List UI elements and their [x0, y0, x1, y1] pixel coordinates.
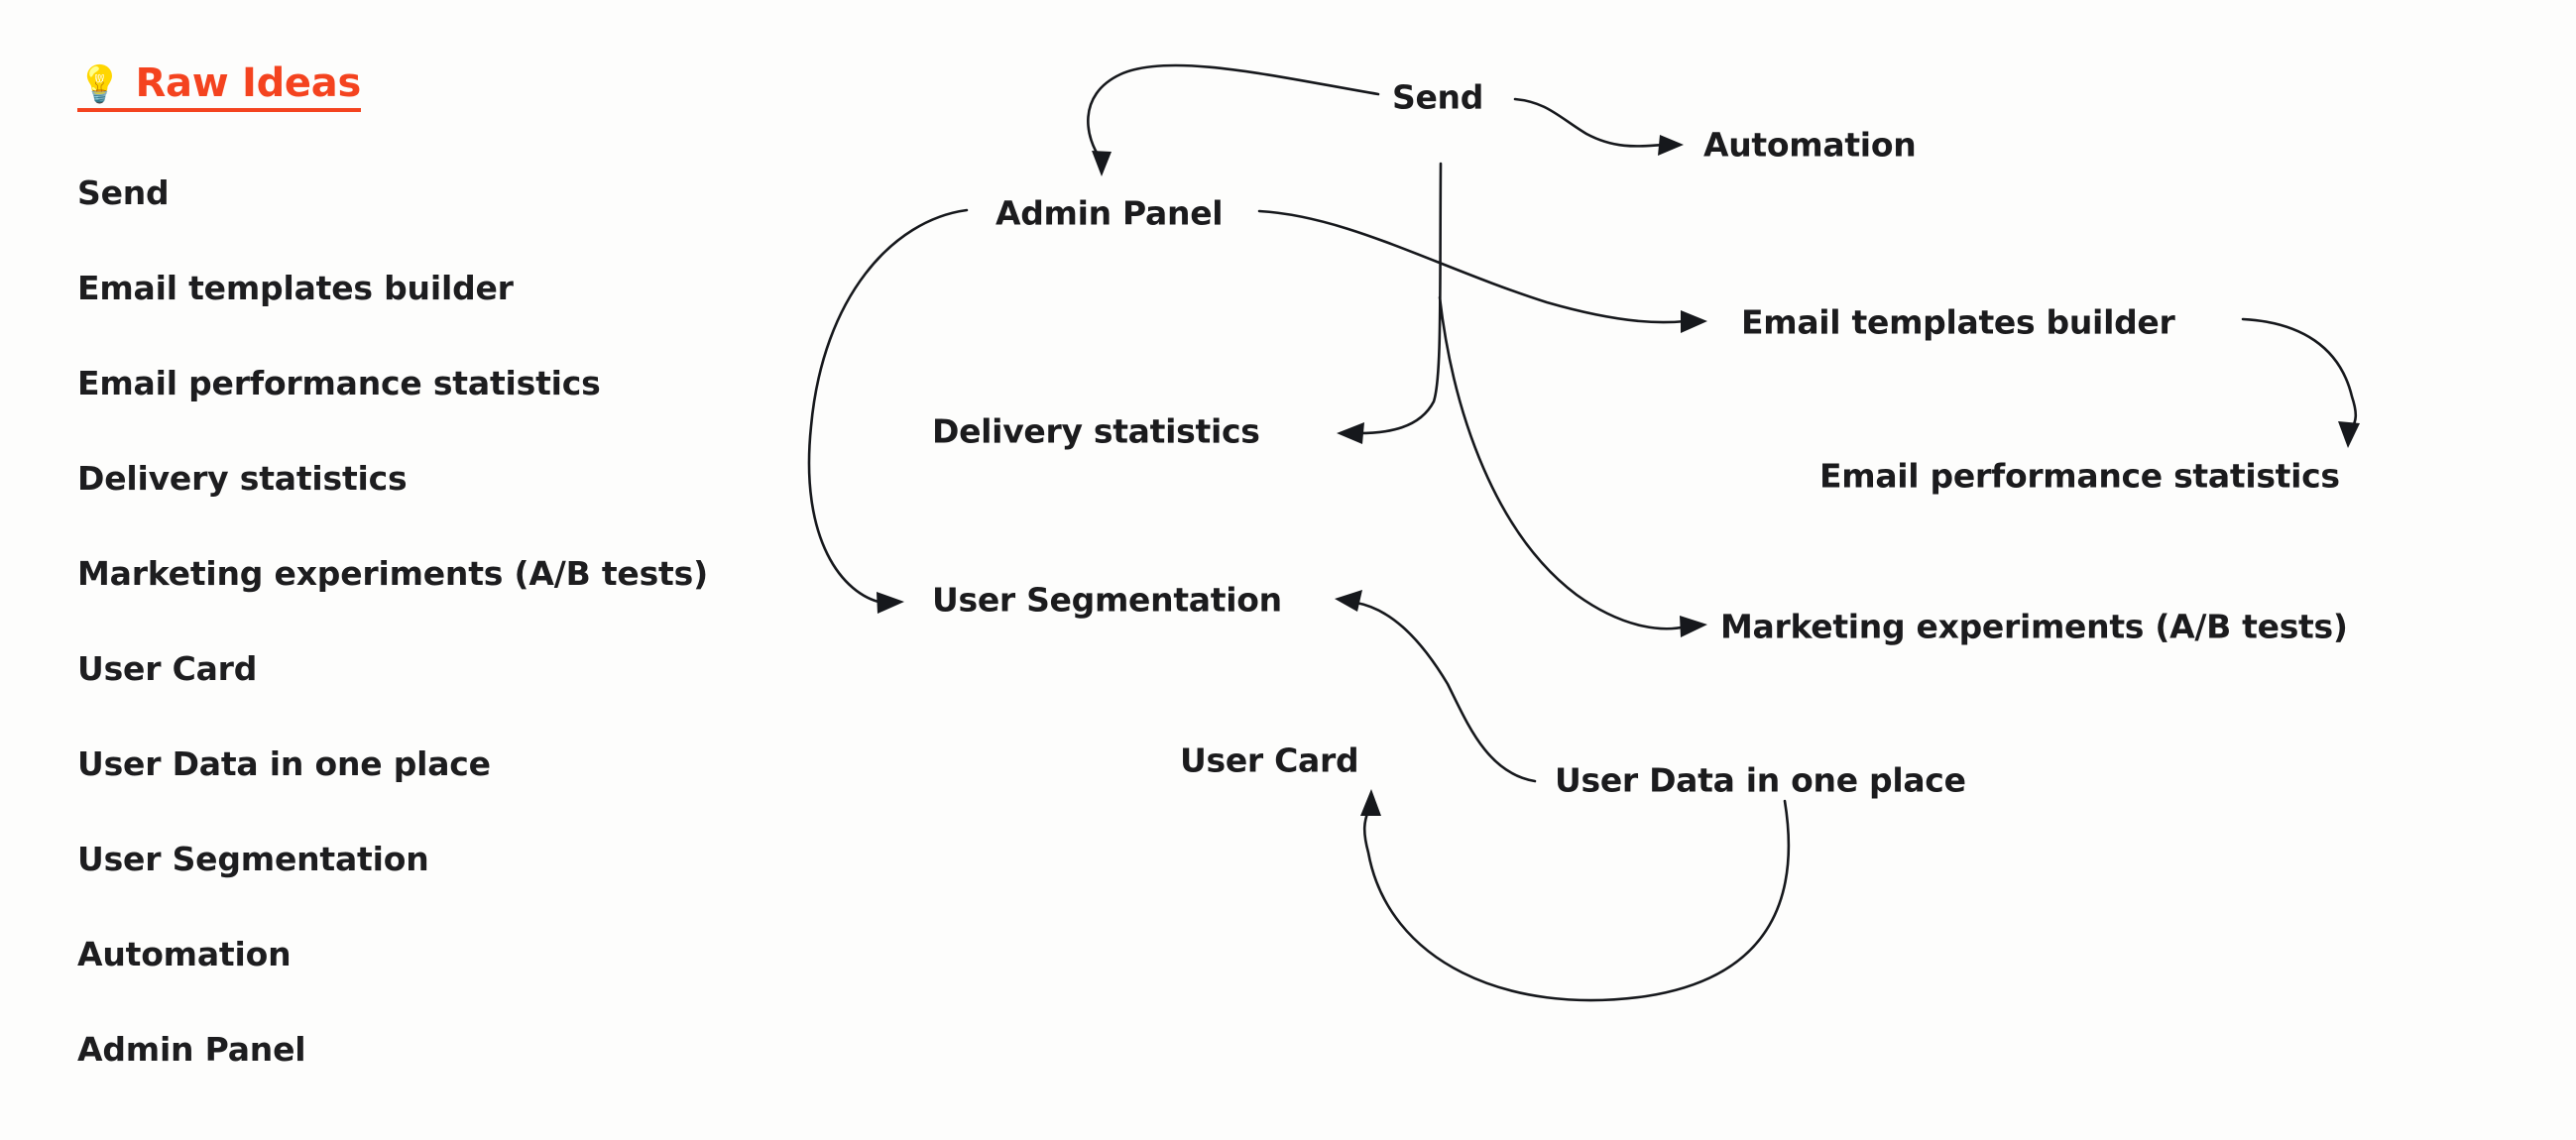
raw-ideas-panel: 💡 Raw Ideas Send Email templates builder…: [77, 61, 831, 1097]
edge-send-to-admin-panel: [1087, 63, 1380, 176]
map-node-user-data-in-one-place[interactable]: User Data in one place: [1555, 760, 1966, 800]
arrowhead-icon: [1335, 590, 1362, 612]
list-item[interactable]: Email templates builder: [77, 269, 514, 307]
raw-ideas-heading: 💡 Raw Ideas: [77, 61, 361, 112]
list-item[interactable]: Admin Panel: [77, 1030, 306, 1069]
edge-email-templates-to-email-performance: [2241, 317, 2360, 448]
raw-ideas-heading-label: Raw Ideas: [135, 60, 362, 106]
list-item[interactable]: Marketing experiments (A/B tests): [77, 554, 708, 593]
arrowhead-icon: [877, 592, 904, 614]
arrowhead-icon: [1681, 310, 1707, 333]
list-item[interactable]: Delivery statistics: [77, 459, 408, 498]
map-node-delivery-statistics[interactable]: Delivery statistics: [932, 411, 1260, 451]
list-item[interactable]: User Data in one place: [77, 744, 491, 783]
map-node-automation[interactable]: Automation: [1703, 125, 1917, 165]
map-node-email-templates-builder[interactable]: Email templates builder: [1741, 302, 2175, 342]
map-node-admin-panel[interactable]: Admin Panel: [995, 193, 1224, 233]
lightbulb-icon: 💡: [77, 64, 122, 105]
list-item[interactable]: User Card: [77, 649, 258, 688]
edge-send-to-marketing-experiments: [1438, 295, 1707, 637]
edge-admin-panel-to-email-templates: [1257, 209, 1707, 333]
arrowhead-icon: [1680, 616, 1707, 637]
raw-ideas-list: Send Email templates builder Email perfo…: [77, 146, 831, 1097]
map-node-user-segmentation[interactable]: User Segmentation: [932, 580, 1282, 620]
edge-send-to-delivery-statistics: [1337, 162, 1443, 444]
list-item[interactable]: Automation: [77, 935, 292, 973]
arrowhead-icon: [1658, 135, 1684, 156]
map-node-marketing-experiments[interactable]: Marketing experiments (A/B tests): [1720, 607, 2348, 646]
arrowhead-icon: [1337, 422, 1364, 444]
edge-send-to-automation: [1513, 97, 1684, 156]
map-node-send[interactable]: Send: [1392, 77, 1484, 117]
edge-user-data-to-user-segmentation: [1335, 590, 1537, 783]
list-item[interactable]: User Segmentation: [77, 840, 429, 878]
list-item[interactable]: Send: [77, 173, 170, 212]
map-node-email-performance-statistics[interactable]: Email performance statistics: [1819, 456, 2340, 496]
arrowhead-icon: [1360, 789, 1381, 816]
edge-user-data-to-user-card: [1360, 789, 1791, 1002]
map-node-user-card[interactable]: User Card: [1180, 741, 1359, 780]
arrowhead-icon: [1092, 151, 1112, 176]
list-item[interactable]: Email performance statistics: [77, 364, 601, 402]
arrowhead-icon: [2338, 421, 2360, 448]
edge-admin-panel-to-user-segmentation: [807, 208, 969, 614]
